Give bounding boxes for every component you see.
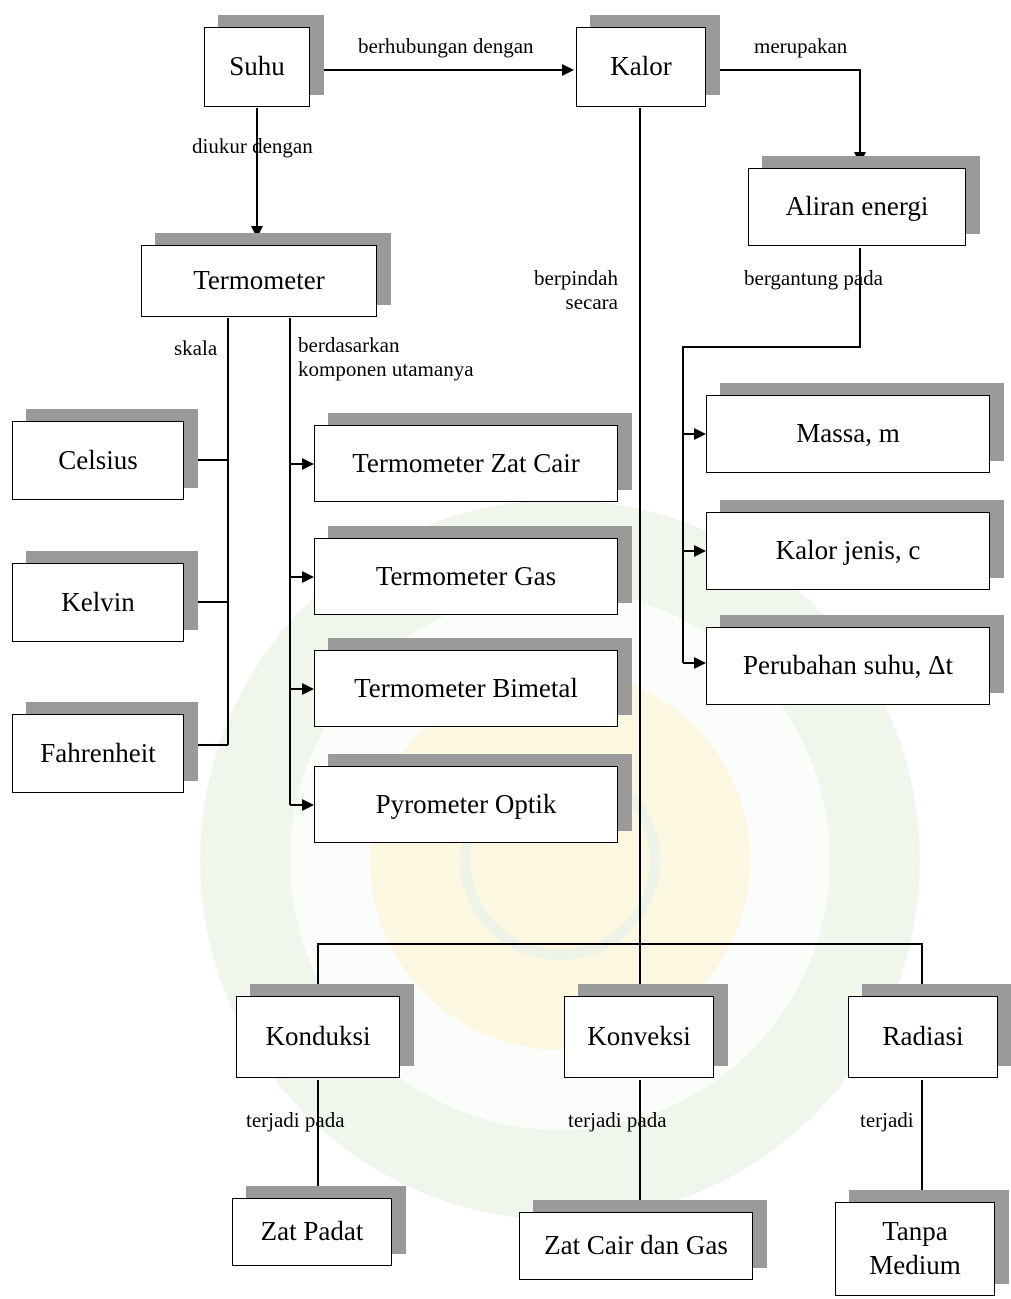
node-fahrenheit: Fahrenheit (12, 702, 198, 793)
label-diukur-dengan: diukur dengan (192, 134, 313, 158)
label-terjadi-radiasi: terjadi (860, 1108, 914, 1132)
node-termometer-zat-cair: Termometer Zat Cair (314, 413, 632, 502)
node-termometer-gas: Termometer Gas (314, 526, 632, 615)
node-tanpa-medium: Tanpa Medium (835, 1190, 1009, 1296)
node-zat-cair-gas: Zat Cair dan Gas (519, 1200, 767, 1280)
node-konduksi: Konduksi (236, 984, 414, 1078)
label-terjadi-pada-konveksi: terjadi pada (568, 1108, 667, 1132)
node-massa: Massa, m (706, 383, 1004, 473)
label-berdasarkan-komponen: berdasarkan komponen utamanya (298, 333, 474, 382)
node-kelvin: Kelvin (12, 551, 198, 642)
node-konveksi: Konveksi (564, 984, 728, 1078)
label-bergantung-pada: bergantung pada (744, 266, 883, 290)
node-kalor-jenis: Kalor jenis, c (706, 500, 1004, 590)
node-perubahan-suhu: Perubahan suhu, Δt (706, 615, 1004, 705)
label-berpindah-secara: berpindah secara (534, 266, 618, 315)
label-berhubungan-dengan: berhubungan dengan (358, 34, 534, 58)
label-merupakan: merupakan (754, 34, 848, 58)
node-pyrometer-optik: Pyrometer Optik (314, 754, 632, 843)
node-termometer: Termometer (141, 233, 391, 317)
label-terjadi-pada-konduksi: terjadi pada (246, 1108, 345, 1132)
node-zat-padat: Zat Padat (232, 1186, 406, 1266)
node-aliran-energi: Aliran energi (748, 156, 980, 246)
node-suhu: Suhu (204, 15, 324, 107)
edge-konduksi-branch (312, 943, 640, 996)
edge-kalor-aliran (708, 69, 866, 164)
edge-aliran-trunk (682, 248, 861, 663)
label-skala: skala (174, 336, 218, 360)
edge-radiasi-branch (640, 943, 928, 996)
node-kalor: Kalor (576, 15, 720, 107)
node-radiasi: Radiasi (848, 984, 1011, 1078)
node-celsius: Celsius (12, 409, 198, 500)
node-termometer-bimetal: Termometer Bimetal (314, 638, 632, 727)
